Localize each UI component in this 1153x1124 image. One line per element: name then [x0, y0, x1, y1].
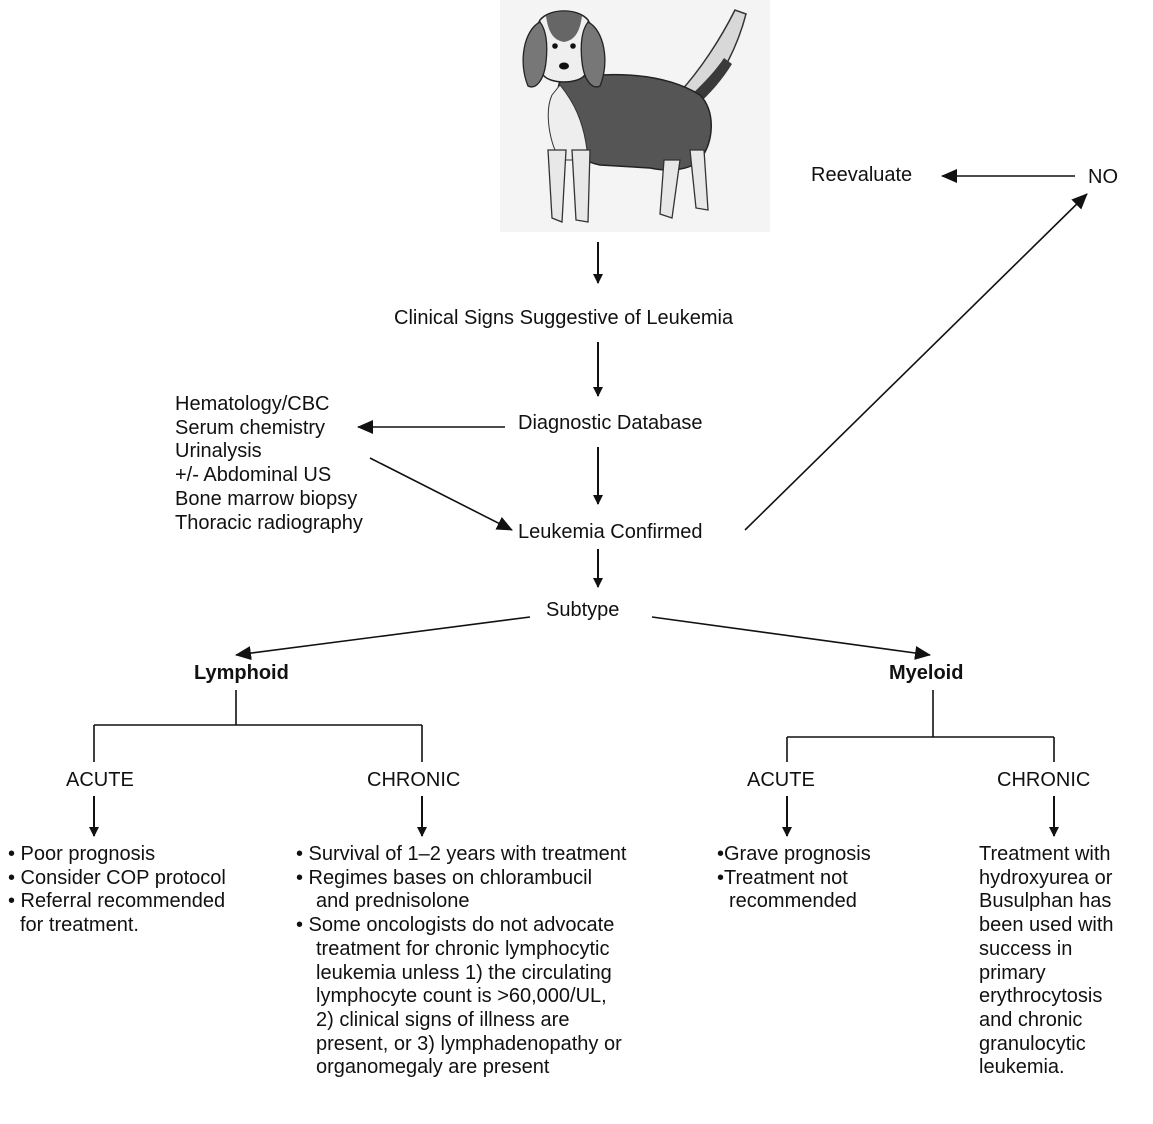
- lymphoid-node: Lymphoid: [194, 662, 289, 684]
- lymphoid-chronic-node: CHRONIC: [367, 769, 461, 791]
- lymphoid-tree-connectors: [93, 690, 423, 762]
- lymphoid-acute-notes: • Poor prognosis • Consider COP protocol…: [8, 843, 226, 938]
- clinical-signs-node: Clinical Signs Suggestive of Leukemia: [394, 307, 734, 329]
- myeloid-node: Myeloid: [889, 662, 964, 684]
- myeloid-chronic-notes: Treatment with hydroxyurea or Busulphan …: [979, 843, 1114, 1080]
- lymphoid-acute-node: ACUTE: [66, 769, 134, 791]
- note-line: and prednisolone: [316, 890, 470, 913]
- note-line: • Referral recommended: [8, 890, 226, 913]
- note-line: success in: [979, 937, 1073, 960]
- arrow-to-no: [744, 193, 1088, 531]
- database-test-item: Serum chemistry: [175, 416, 326, 439]
- note-line: present, or 3) lymphadenopathy or: [316, 1032, 622, 1055]
- note-line: lymphocyte count is >60,000/UL,: [316, 985, 607, 1008]
- note-line: •Grave prognosis: [717, 843, 871, 865]
- note-line: treatment for chronic lymphocytic: [316, 937, 610, 960]
- database-test-item: Hematology/CBC: [175, 393, 330, 415]
- note-line: Treatment with: [979, 843, 1111, 865]
- reevaluate-node: Reevaluate: [811, 164, 913, 186]
- note-line: • Poor prognosis: [8, 843, 156, 865]
- note-line: organomegaly are present: [316, 1056, 550, 1079]
- database-test-item: Urinalysis: [175, 440, 262, 463]
- note-line: • Some oncologists do not advocate: [296, 914, 615, 937]
- note-line: leukemia unless 1) the circulating: [316, 961, 612, 984]
- note-line: and chronic: [979, 1008, 1083, 1031]
- database-test-item: Thoracic radiography: [175, 511, 363, 534]
- note-line: • Regimes bases on chlorambucil: [296, 866, 593, 889]
- subtype-node: Subtype: [546, 599, 620, 621]
- myeloid-tree-connectors: [786, 690, 1055, 762]
- note-line: erythrocytosis: [979, 985, 1103, 1008]
- arrow-tests-to-confirmed: [369, 457, 513, 531]
- arrow-to-myeloid: [651, 616, 931, 660]
- arrow-to-lymphoid: [235, 616, 531, 661]
- myeloid-acute-node: ACUTE: [747, 769, 815, 791]
- note-line: been used with: [979, 914, 1114, 937]
- no-node: NO: [1088, 166, 1118, 188]
- database-tests-list: Hematology/CBC Serum chemistry Urinalysi…: [175, 393, 363, 535]
- note-line: hydroxyurea or: [979, 866, 1113, 889]
- beagle-dog-illustration: [500, 0, 770, 232]
- note-line: recommended: [729, 890, 857, 913]
- lymphoid-chronic-notes: • Survival of 1–2 years with treatment •…: [296, 843, 626, 1080]
- note-line: primary: [979, 961, 1046, 984]
- note-line: granulocytic: [979, 1032, 1086, 1055]
- myeloid-acute-notes: •Grave prognosis •Treatment not recommen…: [717, 843, 871, 914]
- myeloid-chronic-node: CHRONIC: [997, 769, 1091, 791]
- note-line: leukemia.: [979, 1056, 1065, 1079]
- note-line: • Survival of 1–2 years with treatment: [296, 843, 627, 865]
- database-test-item: Bone marrow biopsy: [175, 487, 358, 510]
- leukemia-confirmed-node: Leukemia Confirmed: [518, 521, 703, 543]
- diagnostic-database-node: Diagnostic Database: [518, 412, 703, 434]
- note-line: 2) clinical signs of illness are: [316, 1008, 570, 1031]
- database-test-item: +/- Abdominal US: [175, 464, 332, 487]
- note-line: for treatment.: [20, 914, 139, 937]
- note-line: •Treatment not: [717, 866, 848, 889]
- note-line: Busulphan has: [979, 890, 1112, 913]
- note-line: • Consider COP protocol: [8, 866, 226, 889]
